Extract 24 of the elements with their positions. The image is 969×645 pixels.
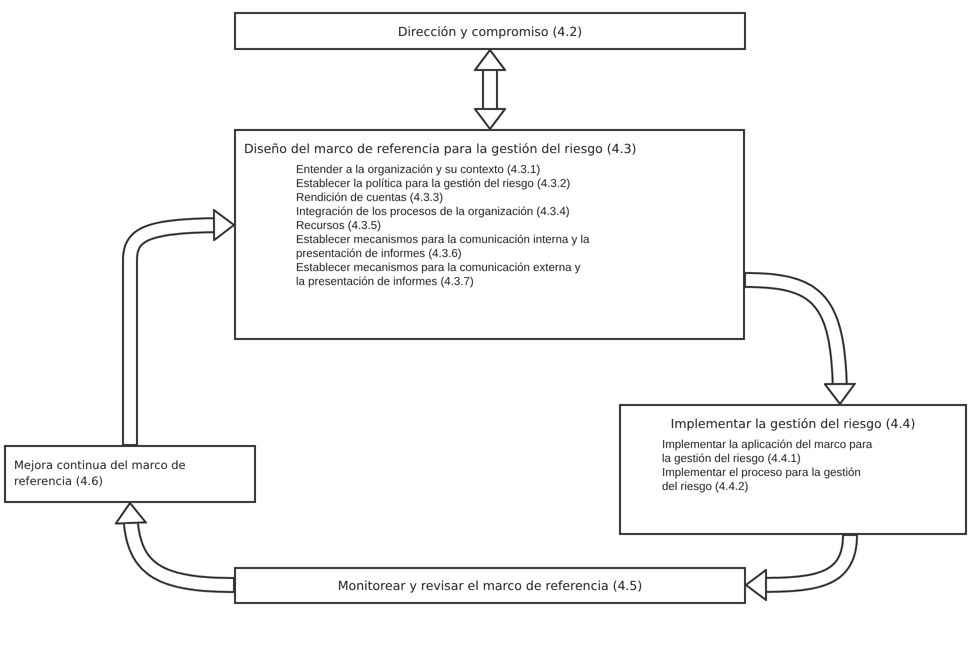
box-heading: Diseño del marco de referencia para la gestión del riesgo (4.3) [244, 141, 638, 157]
list-item: Recursos (4.3.5) [296, 219, 382, 233]
hollow-arrow [114, 502, 235, 593]
list-item: Implementar la aplicación del marco para la gestión del riesgo (4.4.1) [662, 438, 874, 466]
process-box [234, 567, 746, 604]
hollow-arrow [474, 49, 506, 130]
list-item: Establecer la política para la gestión del riesgo (4.3.2) [296, 177, 572, 191]
list-item: Integración de los procesos de la organización (4.3.4) [296, 205, 571, 219]
list-item: Implementar el proceso para la gestión del riesgo (4.4.2) [662, 466, 862, 494]
hollow-arrow [745, 534, 858, 601]
hollow-arrow [122, 209, 235, 446]
box-heading: Implementar la gestión del riesgo (4.4) [670, 416, 916, 432]
list-item: Establecer mecanismos para la comunicación interna y la presentación de informes (4.3.6) [296, 233, 590, 261]
list-item: Establecer mecanismos para la comunicación externa y la presentación de informes (4.3.7) [296, 261, 582, 289]
process-box [234, 129, 745, 340]
box-heading: Dirección y compromiso (4.2) [396, 24, 584, 40]
box-heading: Monitorear y revisar el marco de referencia (4.5) [336, 578, 644, 594]
process-box [234, 12, 746, 50]
hollow-arrow [744, 272, 856, 405]
list-item: Entender a la organización y su contexto (4.3.1) [296, 163, 542, 177]
list-item: Rendición de cuentas (4.3.3) [296, 191, 444, 205]
box-heading: Mejora continua del marco de referencia (4.6) [14, 457, 187, 489]
process-box [619, 404, 967, 535]
process-box [4, 445, 256, 503]
